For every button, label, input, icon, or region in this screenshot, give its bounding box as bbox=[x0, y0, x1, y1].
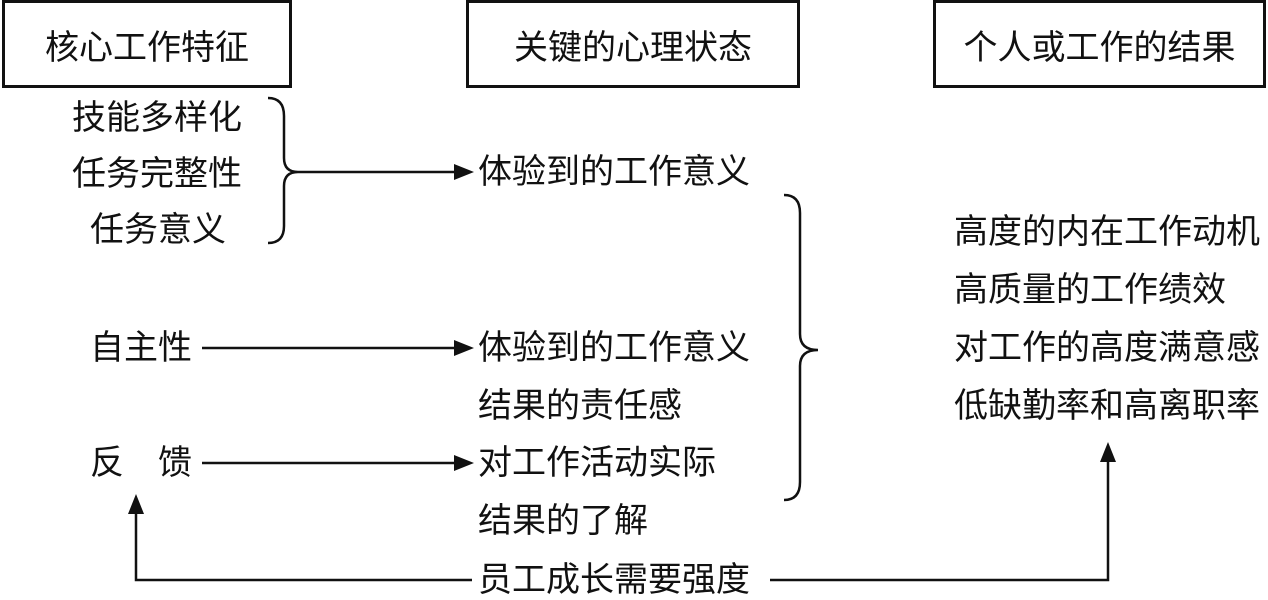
moderator-feedback-line bbox=[134, 512, 472, 582]
header-psych-label: 关键的心理状态 bbox=[514, 27, 752, 68]
psych-states-brace bbox=[783, 193, 819, 502]
moderator-growth-need-strength: 员工成长需要强度 bbox=[478, 560, 750, 600]
outcome-absence-turnover: 低缺勤率和高离职率 bbox=[954, 386, 1260, 426]
header-core-label: 核心工作特征 bbox=[45, 27, 249, 68]
header-outcomes: 个人或工作的结果 bbox=[933, 0, 1266, 88]
core-autonomy: 自主性 bbox=[90, 328, 192, 368]
feedback-arrowhead bbox=[454, 455, 474, 471]
moderator-to-feedback-arrowhead bbox=[128, 494, 144, 514]
psych-knowledge-2: 结果的了解 bbox=[478, 501, 648, 541]
outcome-satisfaction: 对工作的高度满意感 bbox=[954, 328, 1260, 368]
header-core-characteristics: 核心工作特征 bbox=[2, 0, 292, 88]
core-skill-variety: 技能多样化 bbox=[72, 98, 242, 138]
psych-meaning-2: 体验到的工作意义 bbox=[478, 328, 750, 368]
core-task-significance: 任务意义 bbox=[90, 210, 226, 250]
header-psychological-states: 关键的心理状态 bbox=[466, 0, 800, 88]
outcome-motivation: 高度的内在工作动机 bbox=[954, 212, 1260, 252]
psych-knowledge-1: 对工作活动实际 bbox=[478, 443, 716, 483]
psych-responsibility: 结果的责任感 bbox=[478, 386, 682, 426]
psych-meaning-1: 体验到的工作意义 bbox=[478, 152, 750, 192]
core-to-meaning-arrowhead bbox=[454, 164, 474, 180]
autonomy-arrowhead bbox=[454, 340, 474, 356]
moderator-to-outcome-arrowhead bbox=[1100, 442, 1116, 462]
core-group-brace bbox=[267, 96, 299, 245]
outcome-performance: 高质量的工作绩效 bbox=[954, 270, 1226, 310]
moderator-outcome-line bbox=[770, 460, 1110, 582]
header-outcome-label: 个人或工作的结果 bbox=[963, 27, 1236, 68]
core-task-identity: 任务完整性 bbox=[72, 154, 242, 194]
core-feedback: 反 馈 bbox=[90, 443, 192, 483]
